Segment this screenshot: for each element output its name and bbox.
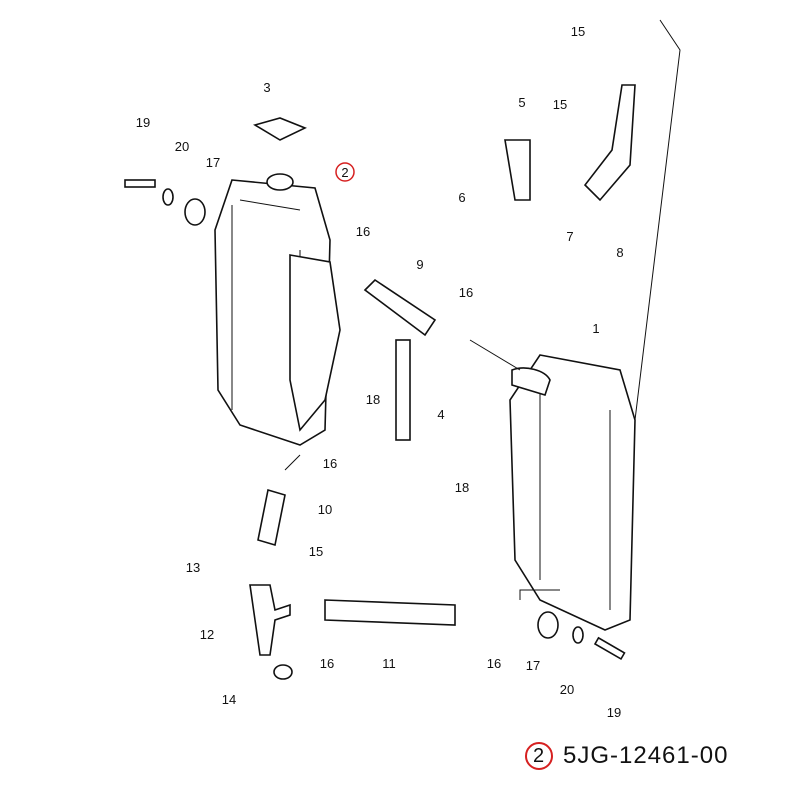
right-radiator xyxy=(509,354,636,631)
callout-2: 2 xyxy=(341,165,348,180)
callout-17: 17 xyxy=(526,658,540,673)
callout-9: 9 xyxy=(416,257,423,272)
joint-12 xyxy=(249,584,291,656)
callout-19: 19 xyxy=(607,705,621,720)
callout-16: 16 xyxy=(323,456,337,471)
callout-15: 15 xyxy=(309,544,323,559)
callout-1: 1 xyxy=(592,321,599,336)
callout-8: 8 xyxy=(616,245,623,260)
hose-9 xyxy=(363,278,437,337)
radiator-cap xyxy=(252,117,307,191)
callout-18: 18 xyxy=(455,480,469,495)
hose-10 xyxy=(257,488,286,547)
callout-5: 5 xyxy=(518,95,525,110)
callout-15: 15 xyxy=(553,97,567,112)
washer-20-right xyxy=(572,626,584,644)
callout-7: 7 xyxy=(566,229,573,244)
callout-3: 3 xyxy=(263,80,270,95)
part-number-legend: 2 5JG-12461-00 xyxy=(525,742,728,770)
left-radiator xyxy=(214,179,341,446)
grommet-17-left xyxy=(184,198,206,226)
oring-14 xyxy=(273,664,293,680)
callout-17: 17 xyxy=(206,155,220,170)
callout-20: 20 xyxy=(175,139,189,154)
callout-10: 10 xyxy=(318,502,332,517)
strip-4 xyxy=(395,339,411,441)
highlight-circle xyxy=(335,162,355,182)
callout-6: 6 xyxy=(458,190,465,205)
callout-12: 12 xyxy=(200,627,214,642)
callout-16: 16 xyxy=(356,224,370,239)
callout-18: 18 xyxy=(366,392,380,407)
callout-19: 19 xyxy=(136,115,150,130)
grommet-17-right xyxy=(537,611,559,639)
callout-16: 16 xyxy=(459,285,473,300)
part-number-code: 5JG-12461-00 xyxy=(563,742,729,769)
callout-15: 15 xyxy=(571,24,585,39)
bolt-19-left xyxy=(124,179,156,188)
hose-5 xyxy=(504,139,531,201)
hose-8 xyxy=(583,84,636,202)
callout-20: 20 xyxy=(560,682,574,697)
callout-16: 16 xyxy=(487,656,501,671)
callout-16: 16 xyxy=(320,656,334,671)
hose-11 xyxy=(324,599,456,626)
bolt-19-right xyxy=(593,636,626,661)
callout-11: 11 xyxy=(382,656,396,671)
highlight-ref-circle: 2 xyxy=(525,742,553,770)
callout-4: 4 xyxy=(437,407,444,422)
callout-13: 13 xyxy=(186,560,200,575)
washer-20-left xyxy=(162,188,174,206)
callout-14: 14 xyxy=(222,692,236,707)
